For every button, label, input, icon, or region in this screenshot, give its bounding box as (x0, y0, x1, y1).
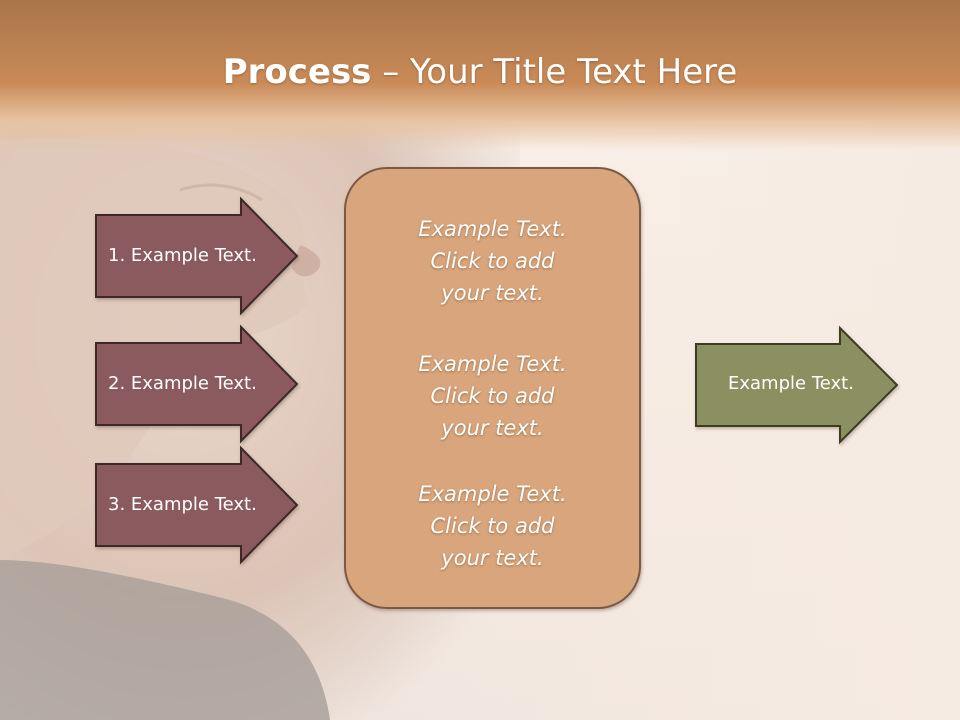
center-box[interactable] (344, 167, 641, 609)
slide-title[interactable]: Process – Your Title Text Here (0, 52, 960, 92)
output-arrow[interactable] (695, 325, 899, 445)
input-label-3: 3. Example Text. (108, 494, 257, 515)
center-text-1: Example Text. Click to add your text. (418, 217, 567, 305)
input-label-2: 2. Example Text. (108, 373, 257, 394)
output-label: Example Text. (728, 373, 854, 394)
center-text-3: Example Text. Click to add your text. (418, 482, 567, 570)
input-arrow-3[interactable] (95, 445, 299, 565)
center-text-2: Example Text. Click to add your text. (418, 352, 567, 440)
title-rest: – Your Title Text Here (371, 52, 738, 92)
input-label-1: 1. Example Text. (108, 245, 257, 266)
header-band (0, 0, 960, 150)
input-arrow-1[interactable] (95, 196, 299, 316)
title-bold: Process (222, 52, 372, 92)
input-arrow-2[interactable] (95, 324, 299, 444)
